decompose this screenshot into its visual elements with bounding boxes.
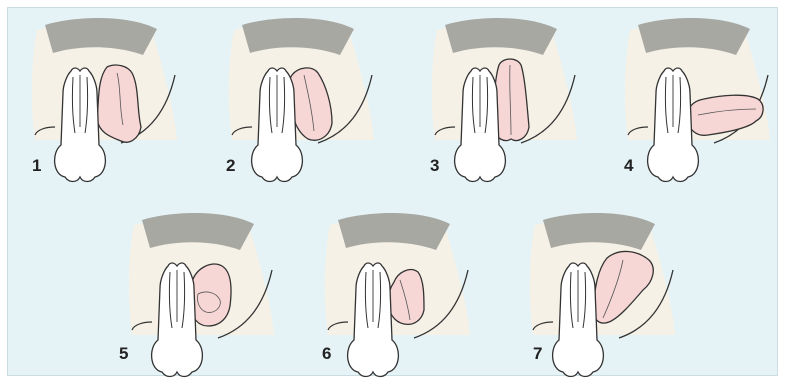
- panel-3-label: 3: [430, 157, 439, 174]
- panel-6-diagram: [318, 210, 478, 380]
- panel-1-diagram: [25, 15, 185, 185]
- panel-5-label: 5: [119, 345, 128, 362]
- panel-5-diagram: [122, 210, 282, 380]
- panel-7-diagram: [523, 210, 683, 380]
- panel-1-label: 1: [32, 157, 41, 174]
- panel-4-label: 4: [624, 157, 633, 174]
- panel-2-diagram: [222, 15, 382, 185]
- panel-3-diagram: [425, 15, 585, 185]
- panel-6-label: 6: [322, 345, 331, 362]
- panel-7-label: 7: [533, 345, 542, 362]
- panel-2-label: 2: [226, 157, 235, 174]
- panel-4-diagram: [618, 15, 778, 185]
